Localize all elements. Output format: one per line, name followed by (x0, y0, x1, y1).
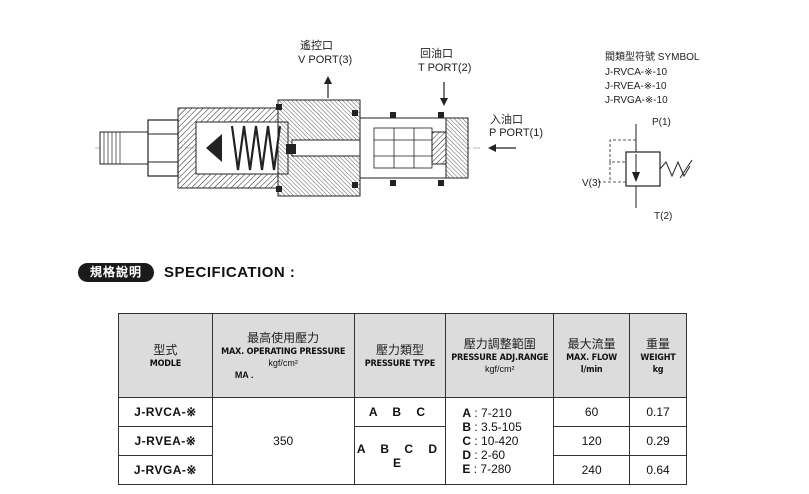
symbol-p-label: P(1) (652, 117, 671, 128)
spec-title: SPECIFICATION : (164, 263, 296, 281)
specification-table: 型式 MODLE 最高使用壓力 MAX. OPERATING PRESSURE … (118, 313, 687, 485)
cell-pressure-adj-range: A : 7-210 B : 3.5-105 C : 10-420 D : 2-6… (445, 397, 555, 485)
p-port-label-en: P PORT(1) (489, 127, 543, 139)
header-pressure-adj-range: 壓力調整範圍 PRESSURE ADJ.RANGE kgf/cm² (445, 313, 555, 398)
table-row: J-RVEA-※ A B C D E 120 0.29 (118, 426, 687, 485)
cell-model: J-RVCA-※ (118, 397, 213, 427)
p-port-label-zh: 入油口 (490, 114, 523, 126)
hydraulic-relief-valve-symbol (598, 124, 693, 208)
cell-flow: 240 (553, 455, 631, 485)
symbol-t-label: T(2) (654, 211, 673, 222)
cell-pressure-type-abc: A B C (353, 397, 447, 427)
symbol-model-2: J-RVEA-※-10 (605, 81, 667, 92)
range-c: C : 10-420 (462, 434, 519, 448)
spec-badge: 規格說明 (78, 262, 155, 282)
cell-pressure-type-abcde: A B C D E (353, 426, 447, 485)
header-max-flow: 最大流量 MAX. FLOW l/min (553, 313, 631, 398)
range-d: D : 2-60 (462, 448, 506, 462)
range-a: A : 7-210 (462, 406, 512, 420)
cell-weight: 0.17 (629, 397, 687, 427)
header-pressure-type: 壓力類型 PRESSURE TYPE (353, 313, 447, 398)
cell-flow: 120 (553, 426, 631, 456)
specification-heading: 規格說明 SPECIFICATION : (78, 262, 295, 282)
t-port-label-zh: 回油口 (420, 48, 453, 60)
cell-weight: 0.64 (629, 455, 687, 485)
symbol-model-3: J-RVGA-※-10 (605, 95, 668, 106)
symbol-v-label: V(3) (582, 178, 601, 189)
v-port-label-en: V PORT(3) (298, 54, 353, 66)
t-port-label-en: T PORT(2) (418, 62, 472, 74)
range-e: E : 7-280 (462, 462, 512, 476)
table-header-row: 型式 MODLE 最高使用壓力 MAX. OPERATING PRESSURE … (118, 313, 687, 398)
table-row: J-RVCA-※ 350 A B C A : 7-210 B : 3.5-105… (118, 397, 687, 485)
cell-max-pressure: 350 (211, 397, 355, 485)
cell-model: J-RVEA-※ (118, 426, 213, 456)
valve-cross-section-drawing (95, 76, 516, 197)
cell-flow: 60 (553, 397, 631, 427)
cell-model: J-RVGA-※ (118, 455, 213, 485)
v-port-label-zh: 遙控口 (300, 40, 333, 52)
header-weight: 重量 WEIGHT kg (629, 313, 687, 398)
range-b: B : 3.5-105 (462, 420, 522, 434)
symbol-title: 閥類型符號 SYMBOL (605, 52, 700, 63)
header-model: 型式 MODLE (118, 313, 213, 398)
header-max-pressure: 最高使用壓力 MAX. OPERATING PRESSURE kgf/cm² M… (211, 313, 355, 398)
table-row: J-RVGA-※ 240 0.64 (118, 455, 687, 485)
cell-weight: 0.29 (629, 426, 687, 456)
symbol-model-1: J-RVCA-※-10 (605, 67, 668, 78)
